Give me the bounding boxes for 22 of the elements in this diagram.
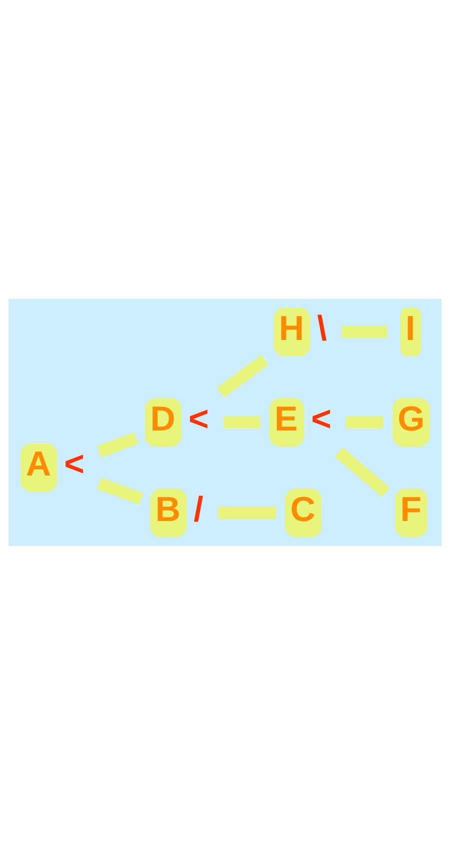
node-label: < — [64, 445, 84, 484]
node-box: D — [144, 398, 182, 446]
node-box: E — [269, 398, 304, 446]
node-label: < — [188, 400, 209, 438]
node-box: I — [400, 307, 422, 356]
node-label: / — [194, 490, 204, 528]
connector — [216, 354, 269, 398]
node-box: C — [285, 488, 322, 537]
node-label: \ — [317, 309, 327, 348]
node-box: F — [395, 488, 428, 537]
connector — [342, 325, 388, 338]
connector — [97, 432, 138, 458]
node-label: < — [311, 400, 332, 438]
connector — [334, 446, 390, 497]
node-box: H — [274, 307, 310, 356]
connector — [346, 416, 384, 428]
node-box: G — [392, 398, 430, 446]
node-box: A — [20, 442, 58, 492]
node-box: B — [150, 488, 187, 537]
connector — [97, 477, 144, 504]
connector — [218, 506, 276, 519]
connector — [224, 416, 260, 428]
